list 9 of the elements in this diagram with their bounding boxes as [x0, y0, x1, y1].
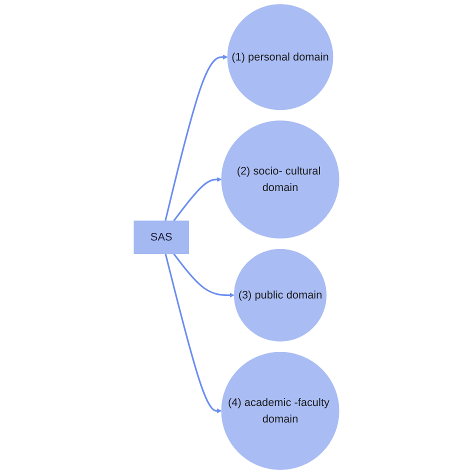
arrow	[165, 54, 228, 222]
node-circle: (1) personal domain	[228, 4, 334, 110]
node-circle: (3) public domain	[234, 248, 328, 342]
node-circle: (4) academic -faculty domain	[222, 352, 340, 470]
node-box: SAS	[134, 220, 190, 254]
arrow	[174, 177, 222, 222]
arrow	[174, 253, 235, 298]
arrow	[165, 254, 222, 414]
node-circle: (2) socio- cultural domain	[222, 120, 340, 238]
